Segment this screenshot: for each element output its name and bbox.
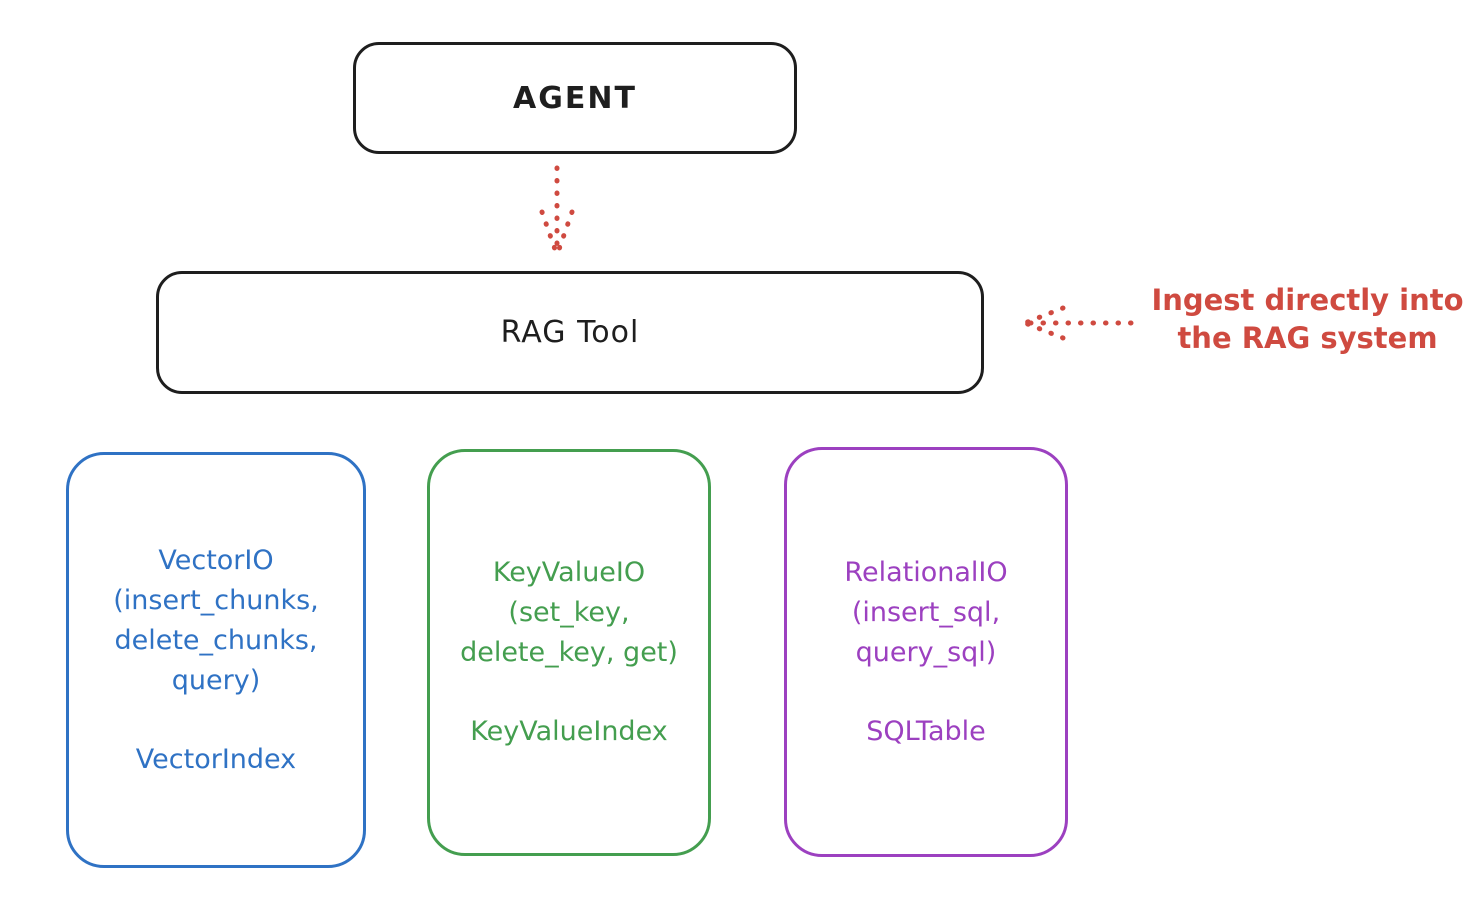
- agent-box: AGENT: [353, 42, 797, 154]
- rag-tool-box-label: RAG Tool: [500, 315, 640, 350]
- keyvalue-io-method-line: (set_key,: [508, 597, 630, 628]
- relational-io-method-line: query_sql): [855, 636, 997, 668]
- keyvalue-io-method-line: delete_key, get): [460, 637, 678, 668]
- vector-io-text: VectorIO (insert_chunks, delete_chunks, …: [113, 541, 318, 780]
- keyvalue-io-text: KeyValueIO (set_key, delete_key, get) Ke…: [460, 553, 678, 752]
- vector-io-method-line: delete_chunks,: [114, 624, 318, 656]
- dotted-left-arrow-icon: [1022, 305, 1134, 341]
- dotted-down-arrow-icon: [539, 165, 575, 258]
- relational-io-box: RelationalIO (insert_sql, query_sql) SQL…: [784, 447, 1068, 857]
- vector-io-title: VectorIO: [158, 544, 274, 576]
- relational-io-title: RelationalIO: [844, 556, 1008, 588]
- ingest-annotation: Ingest directly into the RAG system: [1135, 281, 1480, 357]
- vector-io-box: VectorIO (insert_chunks, delete_chunks, …: [66, 452, 366, 868]
- vector-index-label: VectorIndex: [135, 743, 297, 775]
- keyvalue-io-title: KeyValueIO: [492, 557, 646, 588]
- rag-tool-box: RAG Tool: [156, 271, 984, 394]
- ingest-annotation-line1: Ingest directly into: [1151, 283, 1464, 317]
- sql-table-label: SQLTable: [866, 715, 986, 747]
- vector-io-method-line: (insert_chunks,: [113, 584, 319, 616]
- ingest-annotation-line2: the RAG system: [1177, 321, 1438, 355]
- relational-io-method-line: (insert_sql,: [851, 596, 1001, 628]
- agent-box-label: AGENT: [513, 80, 637, 116]
- keyvalue-index-label: KeyValueIndex: [470, 716, 668, 747]
- vector-io-method-line: query): [171, 664, 261, 696]
- relational-io-text: RelationalIO (insert_sql, query_sql) SQL…: [844, 553, 1007, 752]
- keyvalue-io-box: KeyValueIO (set_key, delete_key, get) Ke…: [427, 449, 711, 856]
